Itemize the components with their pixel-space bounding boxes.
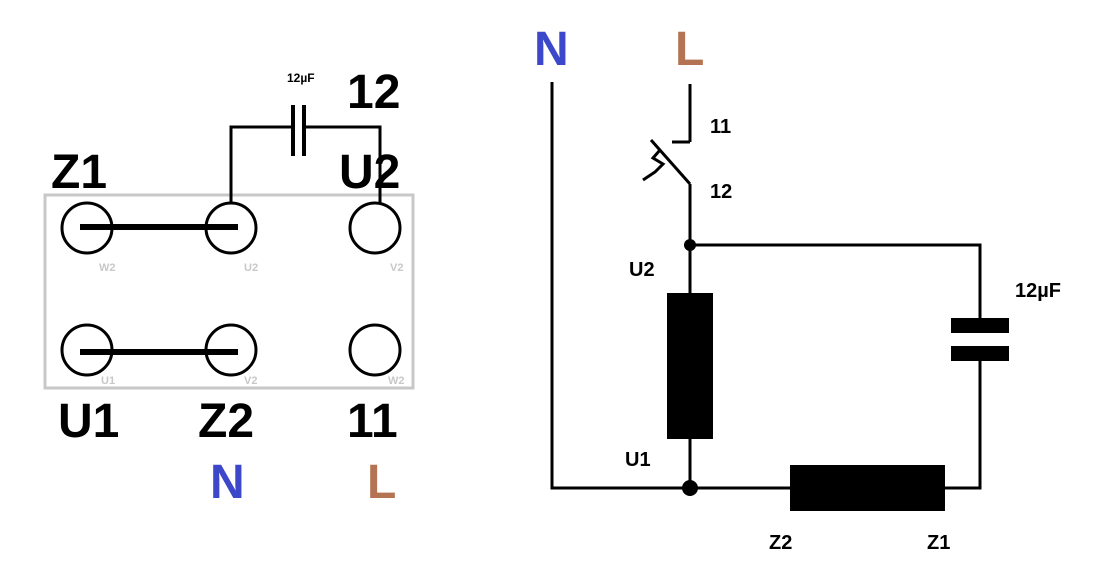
aux-label-left: Z2 xyxy=(769,532,792,554)
junction-top xyxy=(684,239,696,251)
mark-bottom-left: U1 xyxy=(101,375,115,387)
terminal-board: 12µF W2 U2 V2 U1 V2 W2 12 Z1 U2 U1 Z2 11… xyxy=(43,66,415,509)
mark-top-left: W2 xyxy=(99,262,116,274)
mark-top-middle: U2 xyxy=(244,262,258,274)
junction-bottom xyxy=(682,480,698,496)
mark-top-right: V2 xyxy=(390,262,403,274)
winding-label-bottom: U1 xyxy=(625,449,651,471)
label-u1: U1 xyxy=(58,395,119,448)
schematic-wires xyxy=(550,82,982,490)
label-line-schematic: L xyxy=(675,23,704,76)
terminal-board-outline xyxy=(43,193,415,390)
capacitor-plate-bottom xyxy=(951,346,1009,361)
terminal-top-right xyxy=(348,201,402,255)
mark-bottom-right: W2 xyxy=(388,375,405,387)
label-line-board: L xyxy=(367,456,396,509)
schematic: N L 11 12 xyxy=(534,23,1061,554)
board-capacitor xyxy=(229,105,382,205)
board-capacitor-label: 12µF xyxy=(287,71,315,85)
label-neutral-board: N xyxy=(210,456,245,509)
label-u2: U2 xyxy=(339,146,400,199)
capacitor-label: 12µF xyxy=(1015,280,1061,302)
terminal-bottom-right xyxy=(348,323,402,377)
label-z2: Z2 xyxy=(198,395,254,448)
switch-label-bottom: 12 xyxy=(710,181,732,203)
mark-bottom-middle: V2 xyxy=(244,375,257,387)
main-winding xyxy=(667,293,713,439)
winding-label-top: U2 xyxy=(629,259,655,281)
aux-winding xyxy=(790,465,945,511)
thermal-switch xyxy=(642,139,692,185)
label-neutral-schematic: N xyxy=(534,23,569,76)
capacitor-plate-top xyxy=(951,318,1009,333)
label-twelve: 12 xyxy=(347,66,400,119)
label-eleven: 11 xyxy=(347,395,398,448)
label-z1: Z1 xyxy=(51,146,107,199)
switch-label-top: 11 xyxy=(710,116,731,138)
aux-label-right: Z1 xyxy=(927,532,950,554)
